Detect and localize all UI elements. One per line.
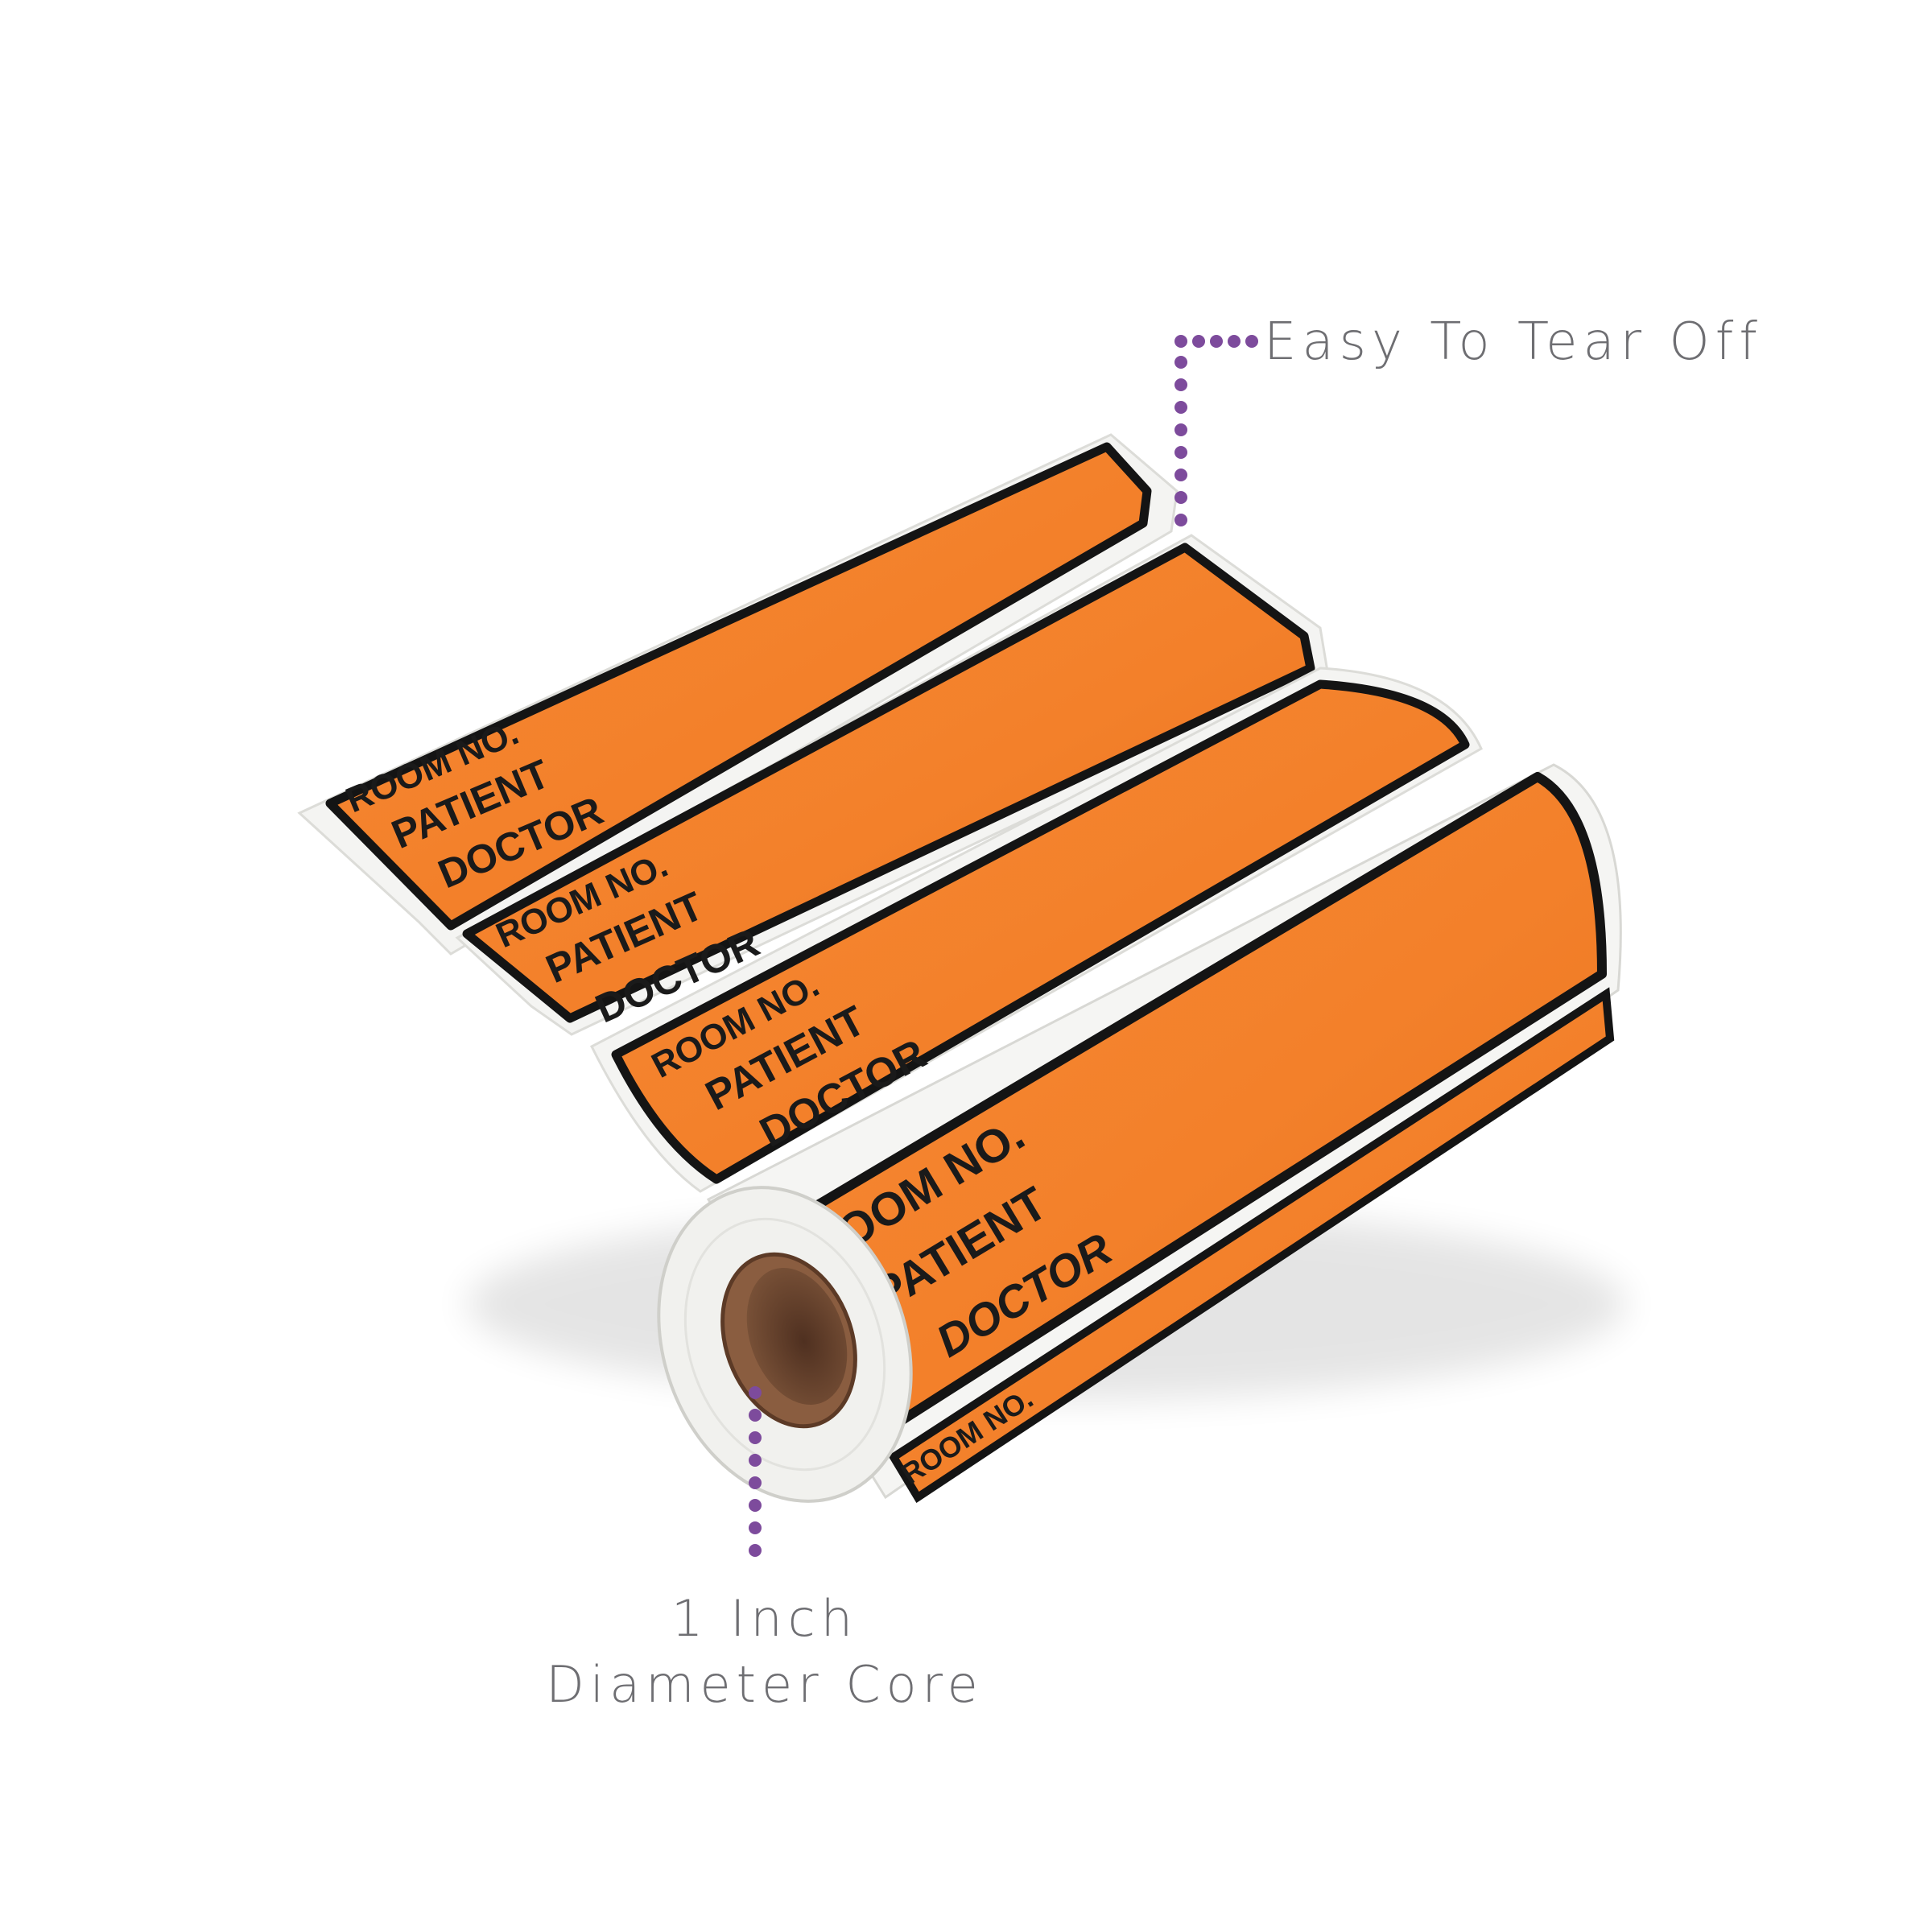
tear-off-callout-text: Easy To Tear Off <box>1264 312 1763 372</box>
orange-label <box>462 543 1315 1023</box>
orange-label <box>325 442 1152 931</box>
label-strip-3: ROOM NO. PATIENT DOCTOR <box>589 667 1483 1193</box>
core-callout-dots <box>749 1386 762 1557</box>
core-callout-line-2: Diameter Core <box>546 1655 984 1714</box>
core-diameter-callout-text: 1 Inch Diameter Core <box>515 1586 1014 1718</box>
orange-label <box>888 987 1615 1504</box>
label-strip-1: ROOM NO. PATIENT DOCTOR <box>297 433 1179 956</box>
orange-label <box>611 679 1470 1184</box>
label-strip-2: ROOM NO. PATIENT DOCTOR <box>455 534 1330 1036</box>
core-hole <box>746 1267 848 1406</box>
label-roll: ROOM NO. PATIENT DOCTOR ROOM NO. <box>657 763 1622 1504</box>
core-callout-line-1: 1 Inch <box>671 1589 859 1648</box>
tear-off-callout-dots <box>1174 335 1258 526</box>
